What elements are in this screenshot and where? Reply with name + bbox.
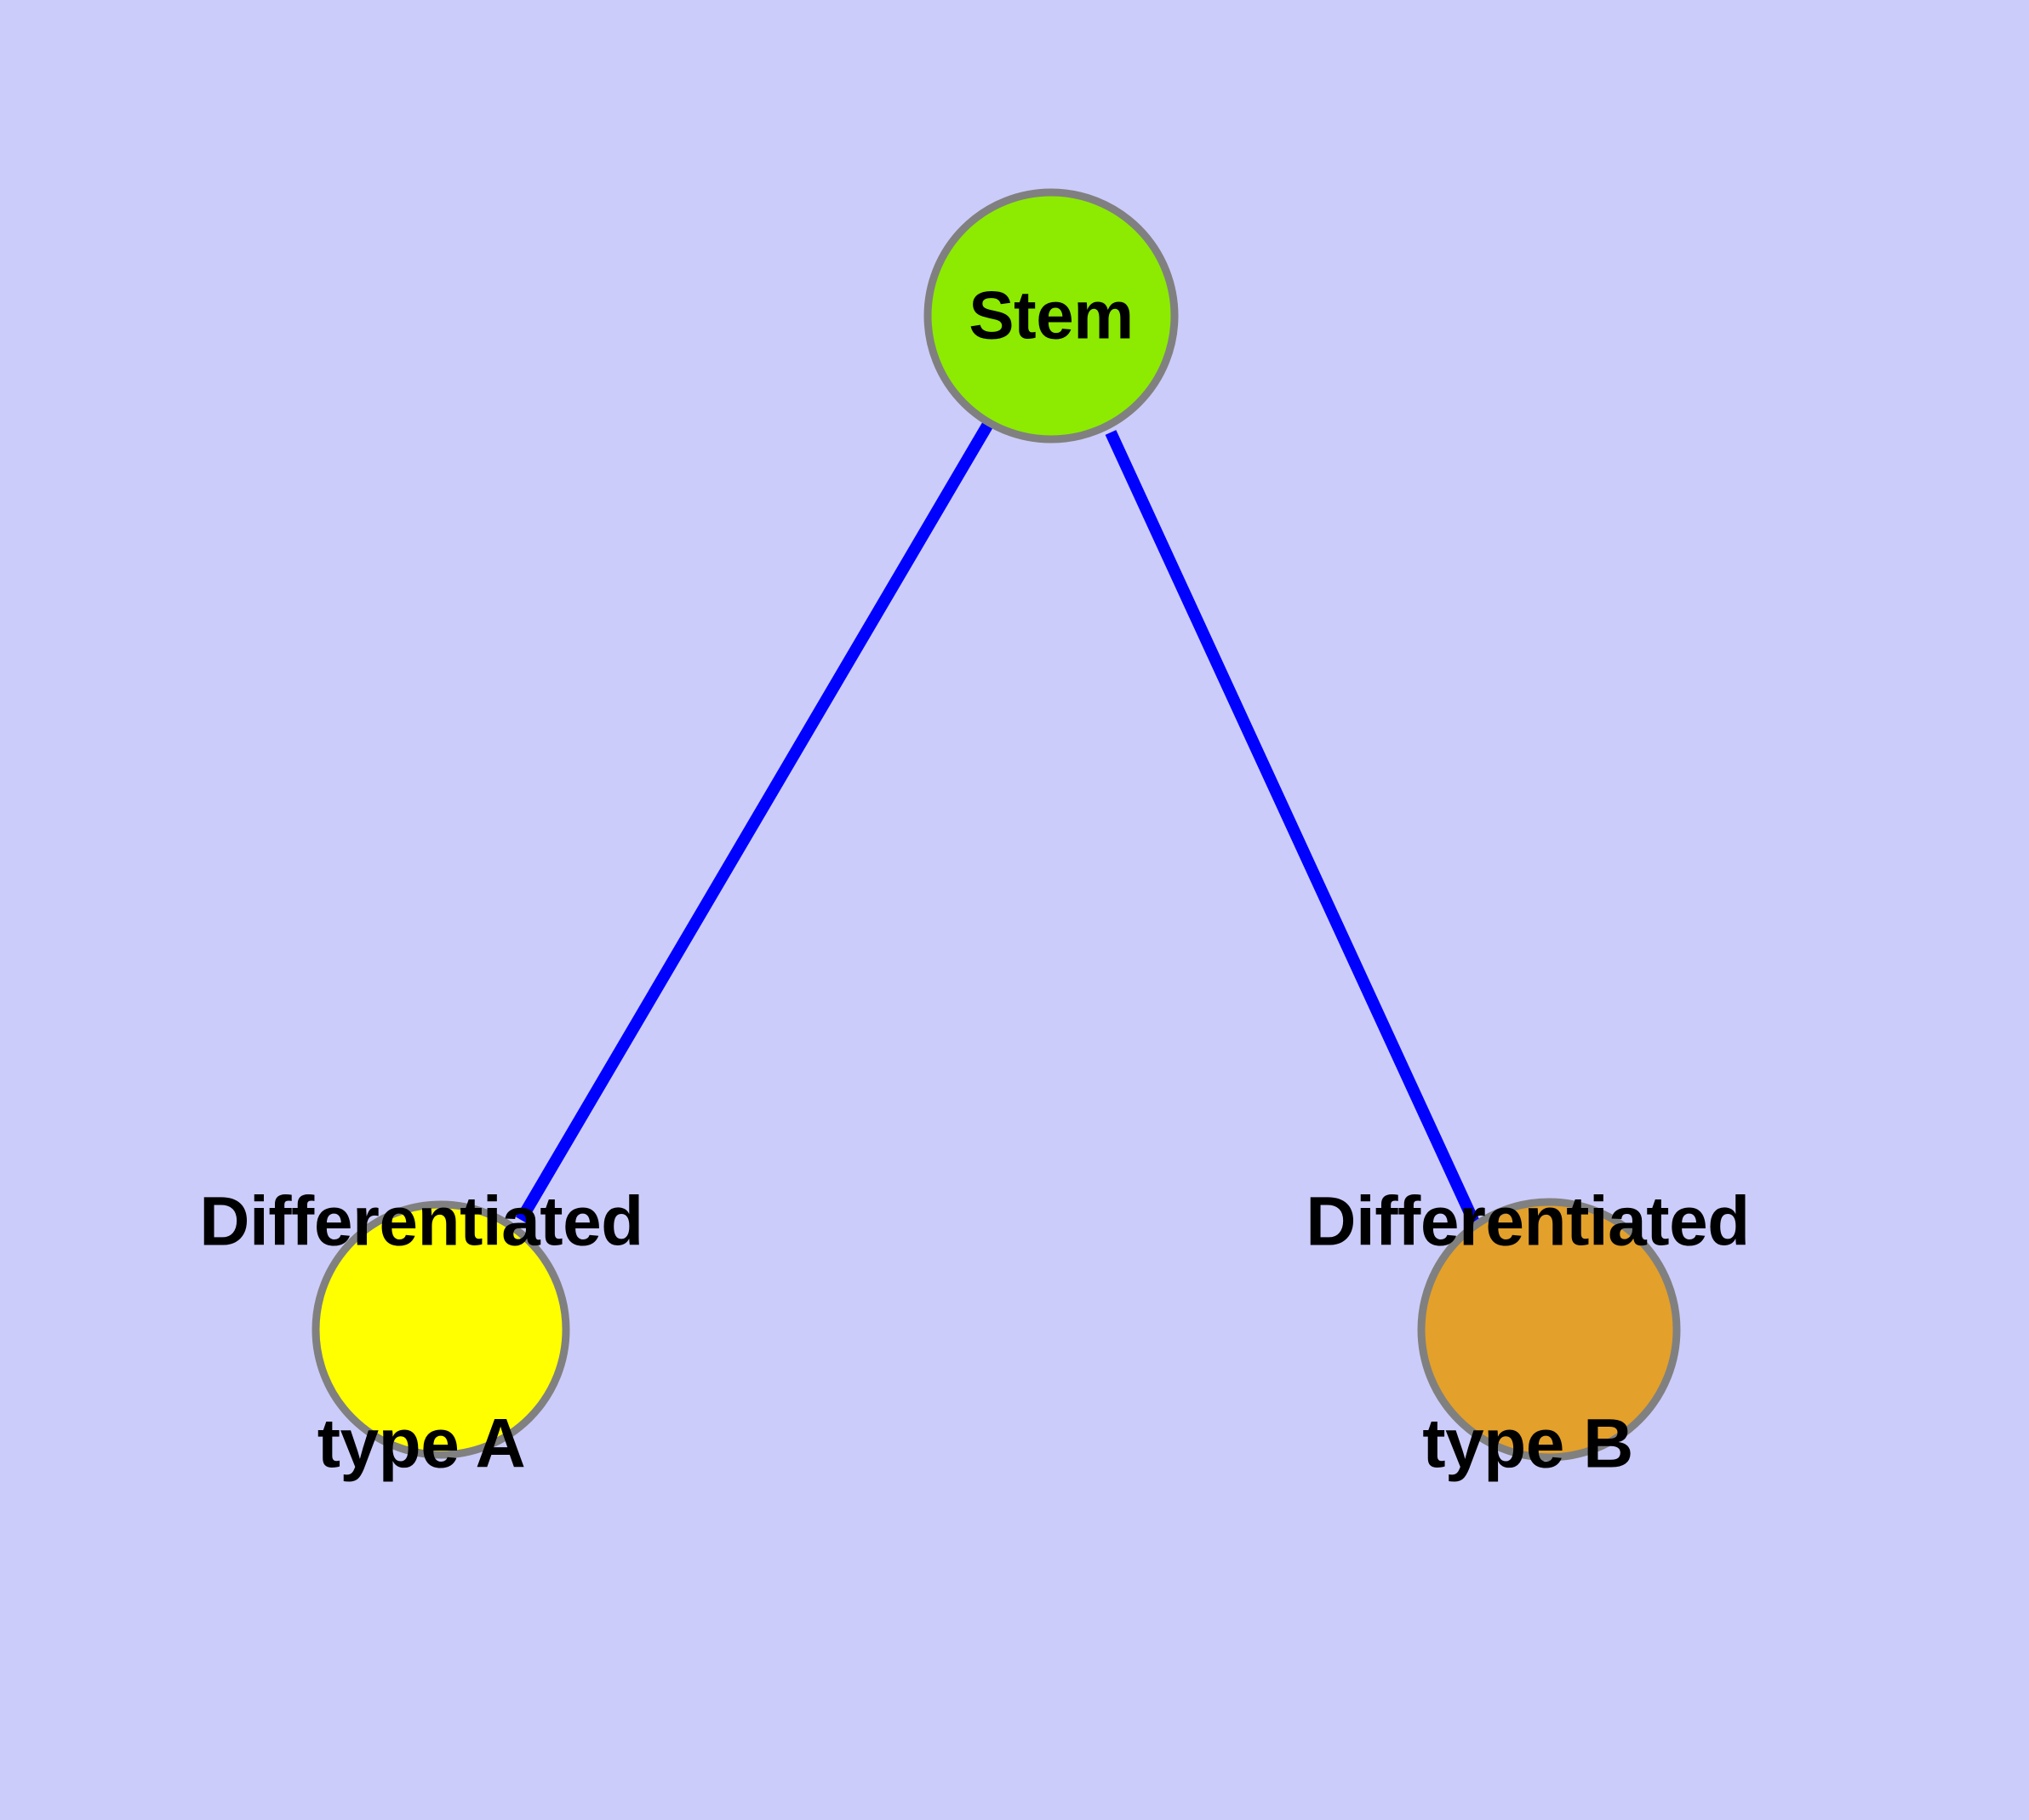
edge-layer (515, 422, 1481, 1227)
node-differentiated-type-a[interactable] (311, 1200, 570, 1459)
edge-stem-to-differentiated-type-b (1105, 430, 1481, 1227)
node-stem[interactable] (923, 188, 1179, 444)
node-layer (311, 188, 1681, 1462)
node-differentiated-type-b[interactable] (1417, 1198, 1681, 1462)
edge-stem-to-differentiated-type-a (515, 422, 993, 1223)
